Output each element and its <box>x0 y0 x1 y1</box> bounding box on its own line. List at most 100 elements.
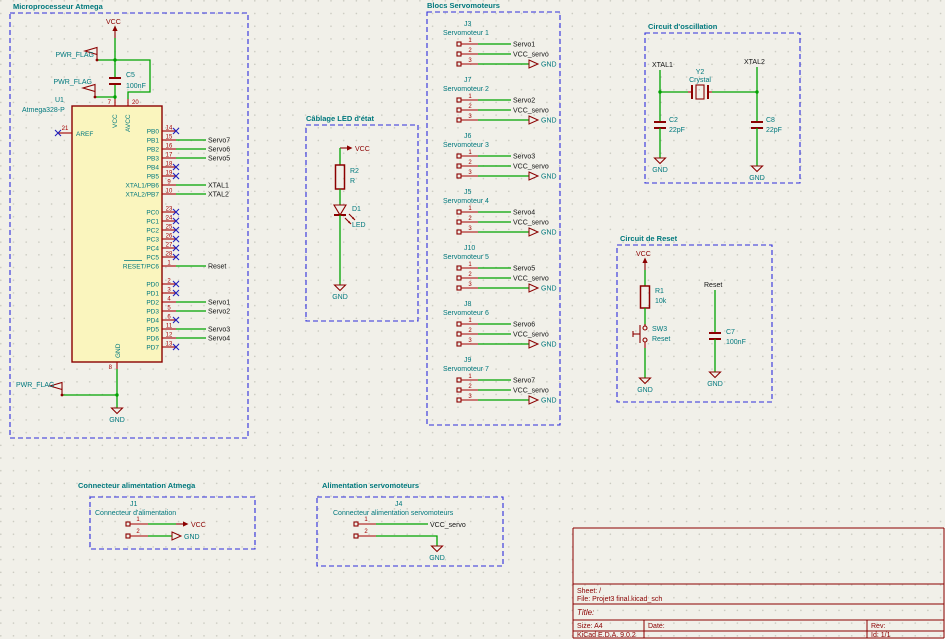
section-title-pwr-atmega[interactable]: Connecteur alimentation Atmega <box>78 481 196 490</box>
capacitor-c7-ref[interactable]: C7 <box>726 329 735 336</box>
vcc-power-label[interactable]: VCC <box>636 251 651 258</box>
vcc-power-symbol[interactable]: VCC <box>106 19 121 39</box>
gnd-power-label[interactable]: GND <box>429 555 445 562</box>
section-title-servos[interactable]: Blocs Servomoteurs <box>427 1 500 10</box>
net-label-servo1[interactable]: Servo1 <box>208 300 230 307</box>
section-box-pwr-servo[interactable] <box>316 496 504 567</box>
switch-sw3-ref[interactable]: SW3 <box>652 326 667 333</box>
mcu-value[interactable]: Atmega328-P <box>22 107 65 114</box>
gnd-label[interactable]: GND <box>541 118 557 125</box>
section-title-micro[interactable]: Microprocesseur Atmega <box>13 2 104 11</box>
net-label-servo2[interactable]: Servo2 <box>513 98 535 105</box>
net-label-reset[interactable]: Reset <box>704 282 722 289</box>
pwr-flag-1[interactable]: PWR_FLAG <box>55 46 99 62</box>
net-label-vcc_servo[interactable]: VCC_servo <box>513 52 549 59</box>
pwr-flag-3-label[interactable]: PWR_FLAG <box>16 382 55 389</box>
connector-j4-value[interactable]: Connecteur alimentation servomoteurs <box>333 510 454 517</box>
vcc-power-symbol[interactable]: VCC <box>339 144 370 153</box>
connector-ref[interactable]: J8 <box>464 301 472 308</box>
gnd-power-label[interactable]: GND <box>332 294 348 301</box>
section-title-pwr-servo[interactable]: Alimentation servomoteurs <box>322 481 419 490</box>
gnd-power-symbol[interactable]: GND <box>637 377 653 394</box>
net-label-servo2[interactable]: Servo2 <box>208 309 230 316</box>
wire-avcc-bypass[interactable] <box>115 59 151 99</box>
connector-j4[interactable]: J4 Connecteur alimentation servomoteurs … <box>333 501 454 539</box>
net-label-servo3[interactable]: Servo3 <box>513 154 535 161</box>
gnd-label[interactable]: GND <box>541 398 557 405</box>
gnd-label[interactable]: GND <box>541 286 557 293</box>
net-label-reset[interactable]: Reset <box>208 264 226 271</box>
capacitor-c2-ref[interactable]: C2 <box>669 117 678 124</box>
mcu-symbol-u1[interactable]: U1 Atmega328-P 7 20 VCC AVCC 21 AREF 8 G… <box>22 97 163 371</box>
connector-ref[interactable]: J5 <box>464 189 472 196</box>
mcu-ref[interactable]: U1 <box>55 97 64 104</box>
net-label-servo6[interactable]: Servo6 <box>513 322 535 329</box>
net-label-servo5[interactable]: Servo5 <box>513 266 535 273</box>
capacitor-c8-value[interactable]: 22pF <box>766 127 782 134</box>
gnd-power-label[interactable]: GND <box>109 417 125 424</box>
gnd-label[interactable]: GND <box>541 174 557 181</box>
net-label-vcc_servo[interactable]: VCC_servo <box>513 276 549 283</box>
net-label-vcc-servo[interactable]: VCC_servo <box>430 522 466 529</box>
section-title-led[interactable]: Câblage LED d'état <box>306 114 375 123</box>
connector-value[interactable]: Servomoteur 7 <box>443 366 489 373</box>
gnd-power-label[interactable]: GND <box>637 387 653 394</box>
connector-ref[interactable]: J9 <box>464 357 472 364</box>
section-box-reset[interactable] <box>616 244 773 403</box>
vcc-power-label[interactable]: VCC <box>106 19 121 26</box>
net-label-servo6[interactable]: Servo6 <box>208 147 230 154</box>
connector-value[interactable]: Servomoteur 3 <box>443 142 489 149</box>
resistor-r2-ref[interactable]: R2 <box>350 168 359 175</box>
resistor-r2-value[interactable]: R <box>350 178 355 185</box>
net-label-xtal2[interactable]: XTAL2 <box>208 192 229 199</box>
wire[interactable] <box>376 535 438 546</box>
gnd-power-symbol[interactable]: GND <box>429 545 445 562</box>
section-title-reset[interactable]: Circuit de Reset <box>620 234 678 243</box>
capacitor-c7-value[interactable]: 100nF <box>726 339 746 346</box>
gnd-power-symbol[interactable]: GND <box>109 407 125 424</box>
net-label-servo5[interactable]: Servo5 <box>208 156 230 163</box>
vcc-power-label[interactable]: VCC <box>191 522 206 529</box>
connector-ref[interactable]: J7 <box>464 77 472 84</box>
gnd-label[interactable]: GND <box>541 230 557 237</box>
gnd-label[interactable]: GND <box>541 62 557 69</box>
connector-j1-ref[interactable]: J1 <box>130 501 138 508</box>
net-label-xtal2[interactable]: XTAL2 <box>744 59 765 66</box>
vcc-power-label[interactable]: VCC <box>355 146 370 153</box>
net-label-vcc_servo[interactable]: VCC_servo <box>513 108 549 115</box>
connector-j1-value[interactable]: Connecteur d'alimentation <box>95 510 176 517</box>
connector-ref[interactable]: J10 <box>464 245 475 252</box>
net-label-servo4[interactable]: Servo4 <box>208 336 230 343</box>
led-d1-ref[interactable]: D1 <box>352 206 361 213</box>
switch-sw3-value[interactable]: Reset <box>652 336 670 343</box>
crystal-ref[interactable]: Y2 <box>696 69 705 76</box>
gnd-power-label[interactable]: GND <box>652 167 668 174</box>
capacitor-c5[interactable]: C5 100nF <box>109 72 146 90</box>
pwr-flag-1-label[interactable]: PWR_FLAG <box>55 52 94 59</box>
capacitor-c2-value[interactable]: 22pF <box>669 127 685 134</box>
pwr-flag-3[interactable]: PWR_FLAG <box>16 381 64 397</box>
net-label-vcc_servo[interactable]: VCC_servo <box>513 220 549 227</box>
